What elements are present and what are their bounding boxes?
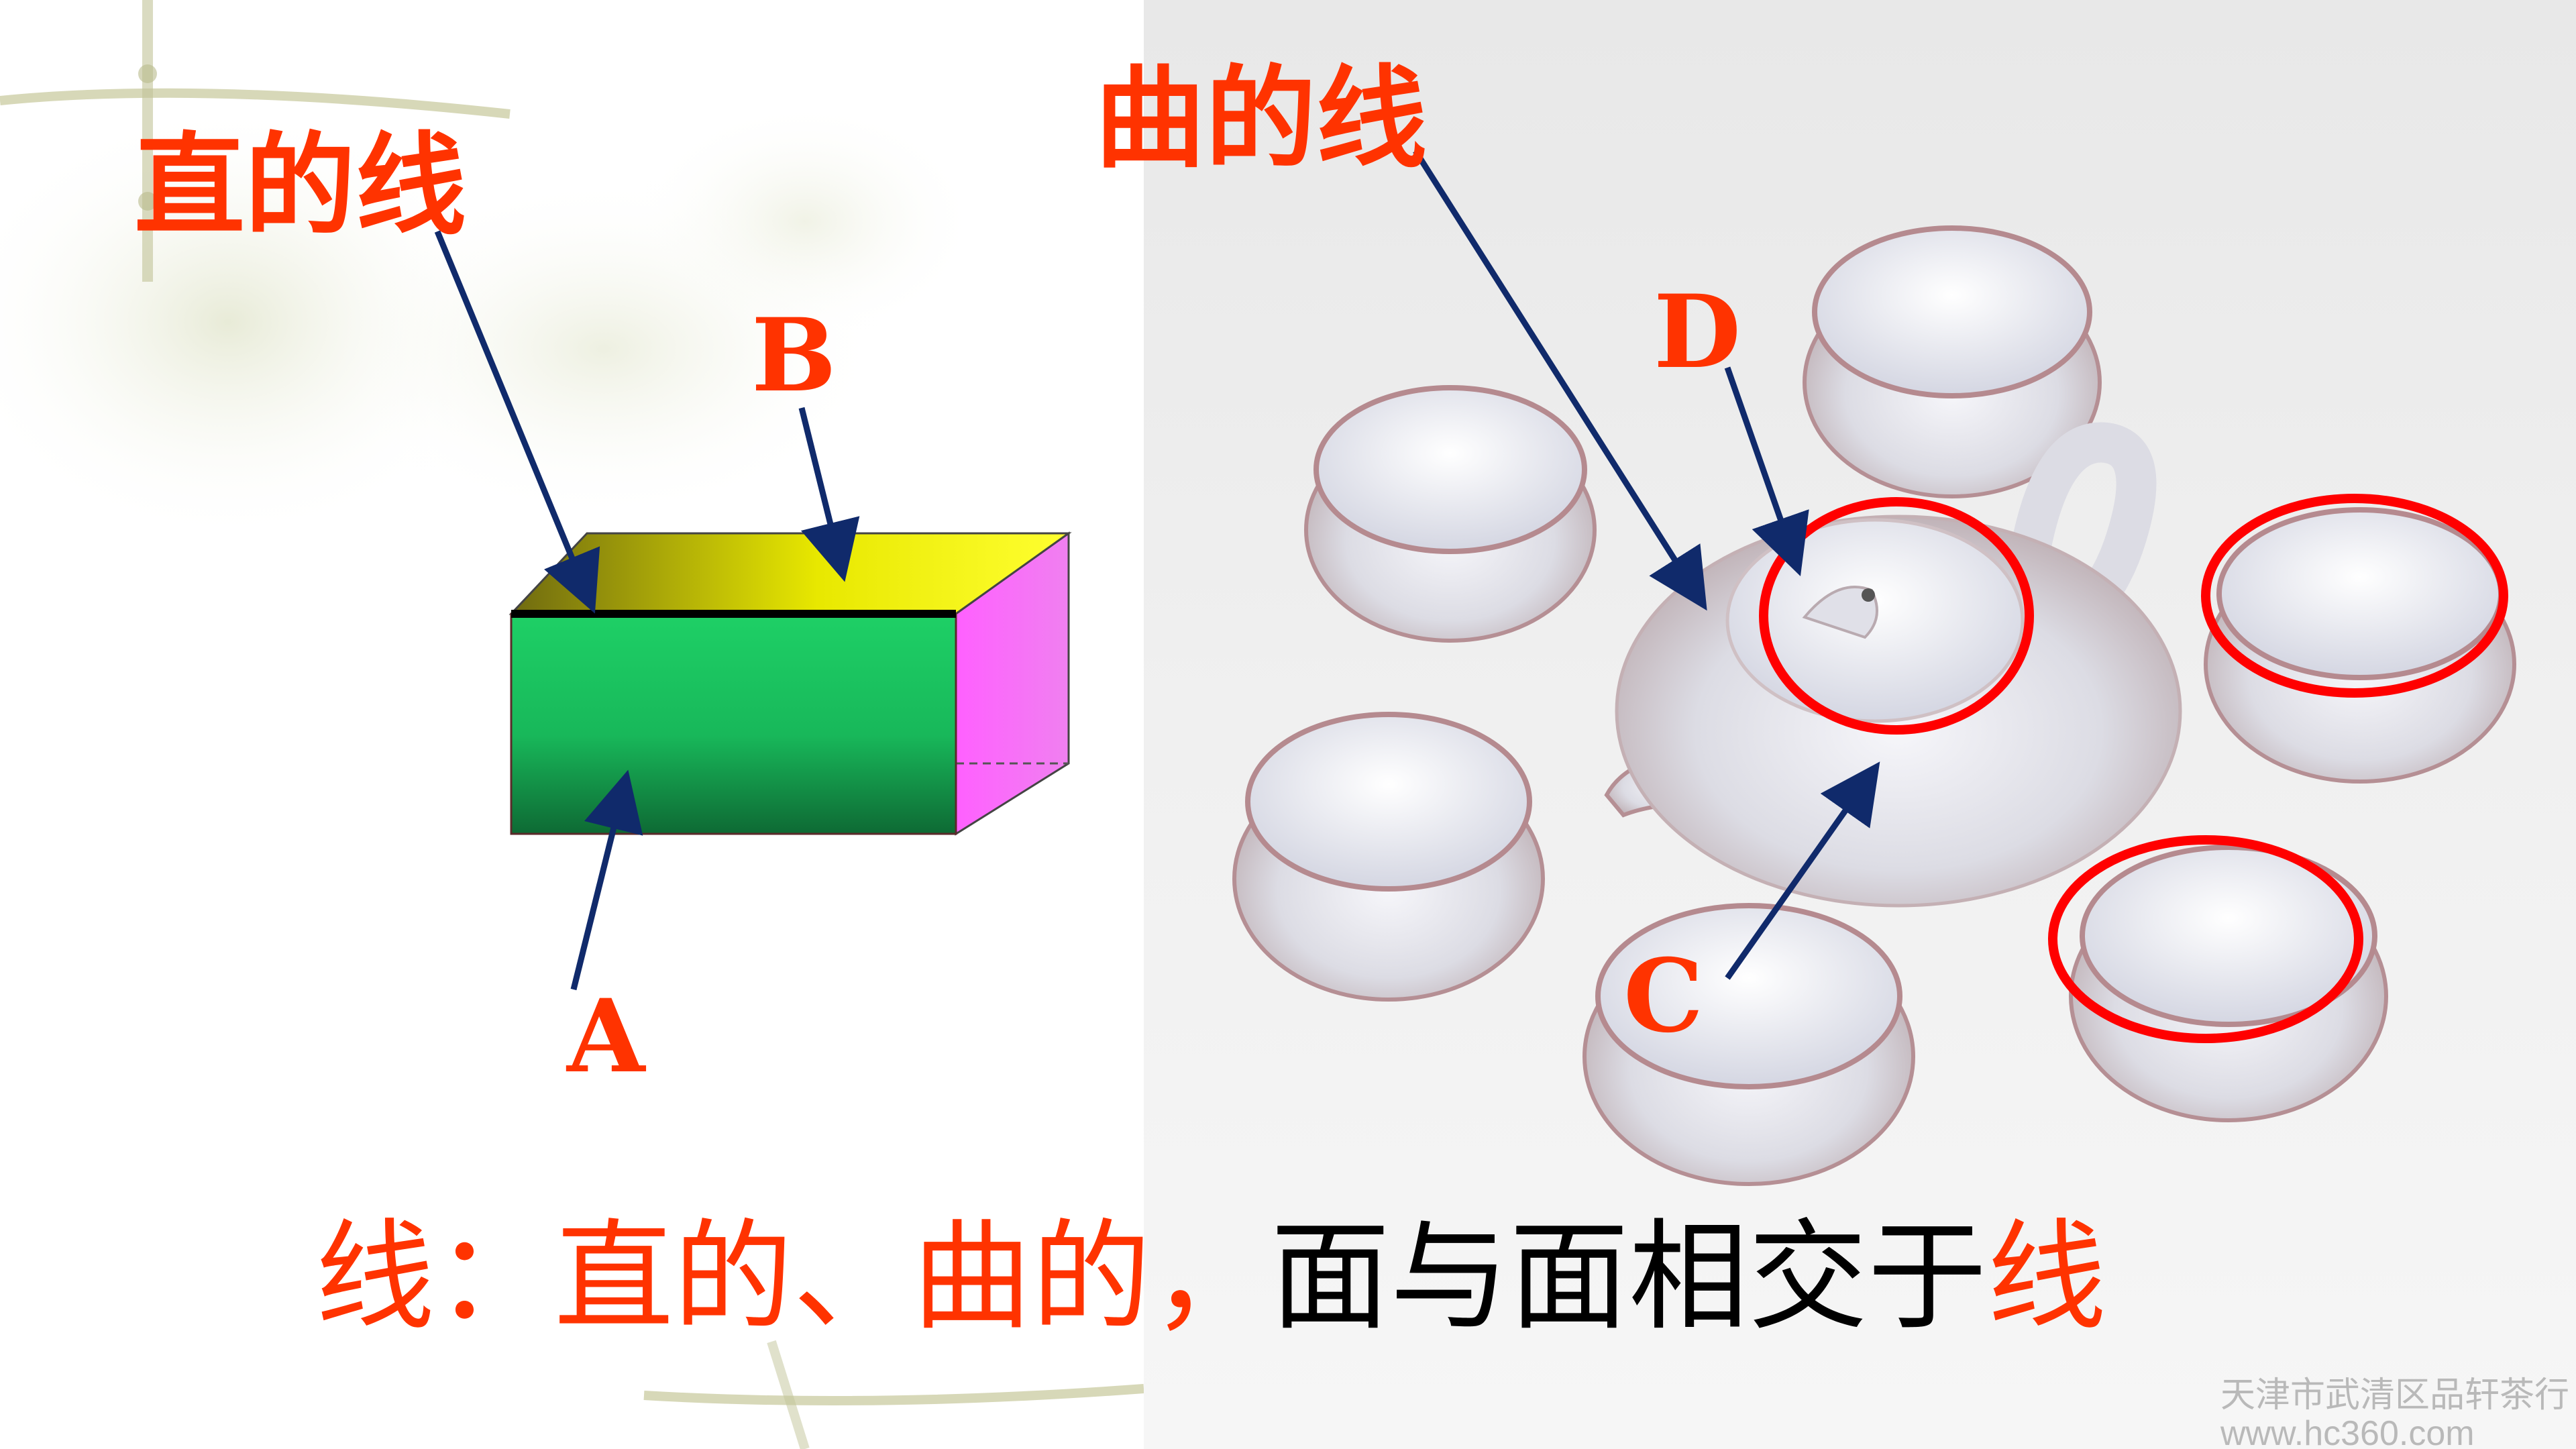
arrow-a <box>570 769 643 991</box>
label-point-b: B <box>751 297 837 415</box>
arrow-d <box>1724 366 1809 576</box>
red-circle-cup-right <box>2201 494 2508 698</box>
caption-part-3: 线 <box>1987 1208 2106 1346</box>
red-circle-lid-rim <box>1759 497 2034 735</box>
label-point-a: A <box>567 977 645 1095</box>
watermark-line-2: www.hc360.com <box>2220 1414 2475 1449</box>
tea-cup-bottom-right <box>2069 845 2388 1122</box>
caption: 线：直的、曲的，面与面相交于线 <box>315 1218 2106 1337</box>
label-point-c: C <box>1623 937 1704 1055</box>
label-straight-line: 直的线 <box>134 121 466 250</box>
photo-watermark: 天津市武清区品轩茶行 www.hc360.com <box>2220 1376 2569 1449</box>
red-circle-cup-bottom-right <box>2048 835 2363 1043</box>
caption-part-2: 面与面相交于 <box>1271 1208 1987 1346</box>
arrow-b <box>798 407 860 582</box>
box-front-face <box>510 612 957 835</box>
tea-cup-top-right <box>1803 225 2102 498</box>
teapot <box>1604 422 2182 908</box>
watermark-line-1: 天津市武清区品轩茶行 <box>2220 1376 2569 1415</box>
teapot-knob-hole <box>1862 588 1875 602</box>
tea-cup-top-left <box>1304 385 1597 643</box>
tea-cup-right <box>2204 507 2516 784</box>
arrow-curved-line <box>1413 149 1707 611</box>
tea-cup-mid-left <box>1232 712 1545 1002</box>
label-curved-line: 曲的线 <box>1095 54 1427 183</box>
caption-part-1: 线：直的、曲的， <box>315 1208 1271 1346</box>
arrow-c <box>1725 761 1880 980</box>
rectangular-box <box>508 531 1072 836</box>
label-point-d: D <box>1654 273 1741 391</box>
tea-cup-bottom-center <box>1582 903 1915 1186</box>
arrow-straight-line <box>434 230 600 614</box>
